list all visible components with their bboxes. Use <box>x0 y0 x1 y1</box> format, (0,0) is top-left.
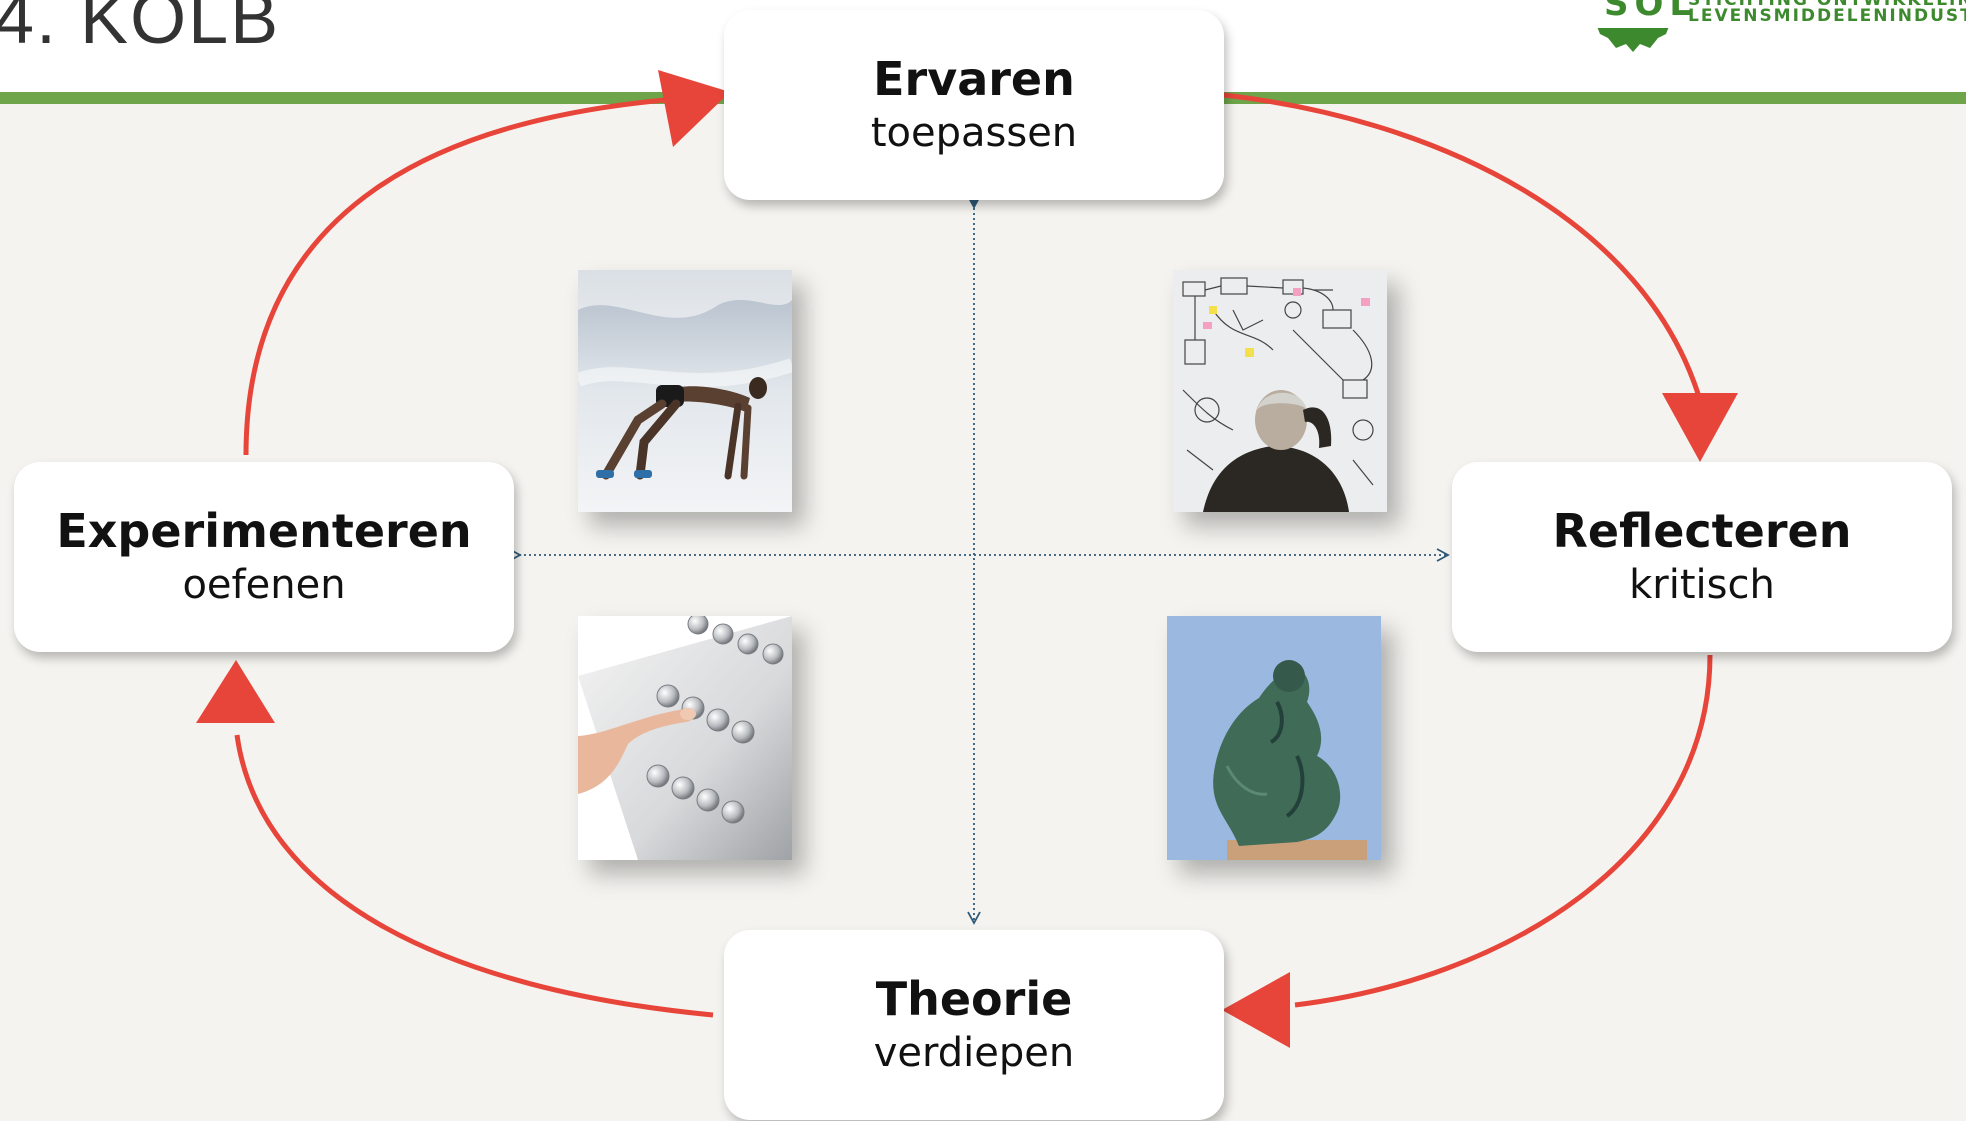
sol-logo: SOL STICHTING ONTWIKKELINGSFONDS LEVENSM… <box>1588 0 1966 52</box>
whiteboard-thinker-photo <box>1173 270 1387 512</box>
cycle-arrowhead-bottom <box>1222 972 1290 1048</box>
stage-box-ervaren: Ervaren toepassen <box>724 10 1224 200</box>
sprinter-start-photo <box>578 270 792 512</box>
stage-box-experimenteren: Experimenteren oefenen <box>14 462 514 652</box>
stage-box-reflecteren: Reflecteren kritisch <box>1452 462 1952 652</box>
cycle-arrow-bottom-to-left <box>234 734 714 1018</box>
stage-title: Experimenteren <box>56 504 472 558</box>
thinker-statue-photo <box>1167 616 1381 860</box>
stage-subtitle: verdiepen <box>873 1030 1075 1076</box>
button-press-photo <box>578 616 792 860</box>
stage-subtitle: oefenen <box>182 562 346 608</box>
stage-title: Ervaren <box>873 52 1075 106</box>
slide-title: 4. KOLB <box>0 0 281 59</box>
logo-line-1: STICHTING ONTWIKKELINGSFONDS <box>1688 0 1966 10</box>
stage-title: Theorie <box>875 972 1073 1026</box>
stage-title: Reflecteren <box>1552 504 1852 558</box>
stage-subtitle: kritisch <box>1629 562 1775 608</box>
cycle-arrow-left-to-top <box>243 97 666 456</box>
logo-sol-text: SOL <box>1604 0 1698 24</box>
logo-line-2: LEVENSMIDDELENINDUSTRIE <box>1688 6 1966 26</box>
gear-logo-icon <box>1594 24 1672 52</box>
cycle-arrow-right-to-bottom <box>1294 654 1713 1008</box>
stage-subtitle: toepassen <box>870 110 1078 156</box>
cycle-arrowhead-left <box>196 660 275 723</box>
cycle-arrow-top-to-right <box>1223 92 1703 401</box>
cycle-arrowhead-top <box>658 70 730 147</box>
cycle-arrowhead-right <box>1662 393 1738 462</box>
stage-box-theorie: Theorie verdiepen <box>724 930 1224 1120</box>
